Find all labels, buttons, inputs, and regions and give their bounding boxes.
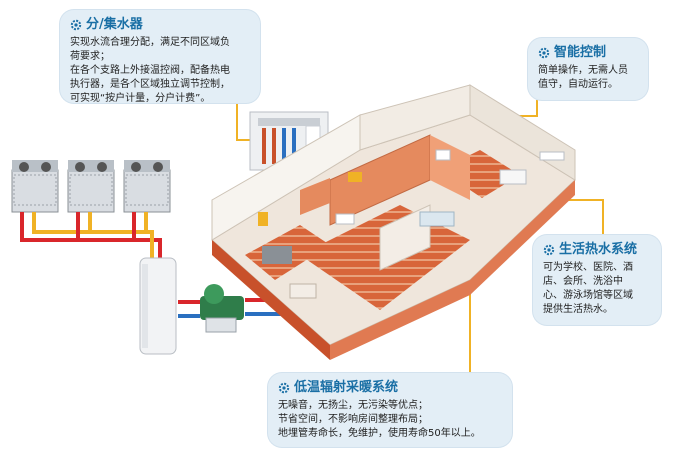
hot-water-card-title-row: 生活热水系统 [543,242,651,258]
floor-heating-card-title: 低温辐射采暖系统 [294,380,399,395]
floor-heating-line-1: 无噪音，无扬尘，无污染等优点； [278,400,428,411]
house-cutaway [211,84,576,360]
manifold-card: 分/集水器 实现水流合理分配，满足不同区域负 荷要求； 在各个支路上外接温控阀，… [60,10,260,106]
smart-control-card: 智能控制 简单操作，无需人员 值守，自动运行。 [528,38,648,100]
gear-icon [278,382,290,394]
water-tank [139,257,177,355]
manifold-line-3: 在各个支路上外接温控阀，配备热电 [70,65,230,76]
hot-water-card-title: 生活热水系统 [559,242,638,257]
smart-control-card-title: 智能控制 [554,45,607,60]
manifold-line-4: 执行器，是各个区域独立调节控制， [70,79,230,90]
manifold-card-title-row: 分/集水器 [70,17,250,33]
manifold-card-body: 实现水流合理分配，满足不同区域负 荷要求； 在各个支路上外接温控阀，配备热电 执… [70,36,250,106]
gear-icon [70,19,82,31]
manifold-line-1: 实现水流合理分配，满足不同区域负 [70,37,230,48]
hot-water-card: 生活热水系统 可为学校、医院、酒 店、会所、洗浴中 心、游泳场馆等区域 提供生活… [533,235,661,325]
smart-control-card-title-row: 智能控制 [538,45,638,61]
heat-pump-2 [67,160,115,213]
heat-pump-1 [11,160,59,213]
smart-control-line-1: 简单操作，无需人员 [538,65,628,76]
floor-heating-line-3: 地埋管寿命长，免维护，使用寿命50年以上。 [278,428,481,439]
hot-water-line-3: 心、游泳场馆等区域 [543,290,633,301]
heat-pump-units [11,160,171,213]
hot-water-line-4: 提供生活热水。 [543,304,613,315]
manifold-line-2: 荷要求； [70,51,110,62]
floor-heating-card: 低温辐射采暖系统 无噪音，无扬尘，无污染等优点； 节省空间，不影响房间整理布局；… [268,373,512,447]
smart-control-card-body: 简单操作，无需人员 值守，自动运行。 [538,64,638,92]
gear-icon [543,244,555,256]
circulation-pump [200,284,244,333]
smart-control-line-2: 值守，自动运行。 [538,79,618,90]
gear-icon [538,47,550,59]
hot-water-card-body: 可为学校、医院、酒 店、会所、洗浴中 心、游泳场馆等区域 提供生活热水。 [543,261,651,317]
manifold-card-title: 分/集水器 [86,17,143,32]
heat-pump-3 [123,160,171,213]
hot-water-line-2: 店、会所、洗浴中 [543,276,623,287]
floor-heating-card-title-row: 低温辐射采暖系统 [278,380,502,396]
hot-water-line-1: 可为学校、医院、酒 [543,262,633,273]
floor-heating-card-body: 无噪音，无扬尘，无污染等优点； 节省空间，不影响房间整理布局； 地埋管寿命长，免… [278,399,502,441]
manifold-line-5: 可实现“按户计量，分户计费”。 [70,93,211,104]
floor-heating-line-2: 节省空间，不影响房间整理布局； [278,414,428,425]
